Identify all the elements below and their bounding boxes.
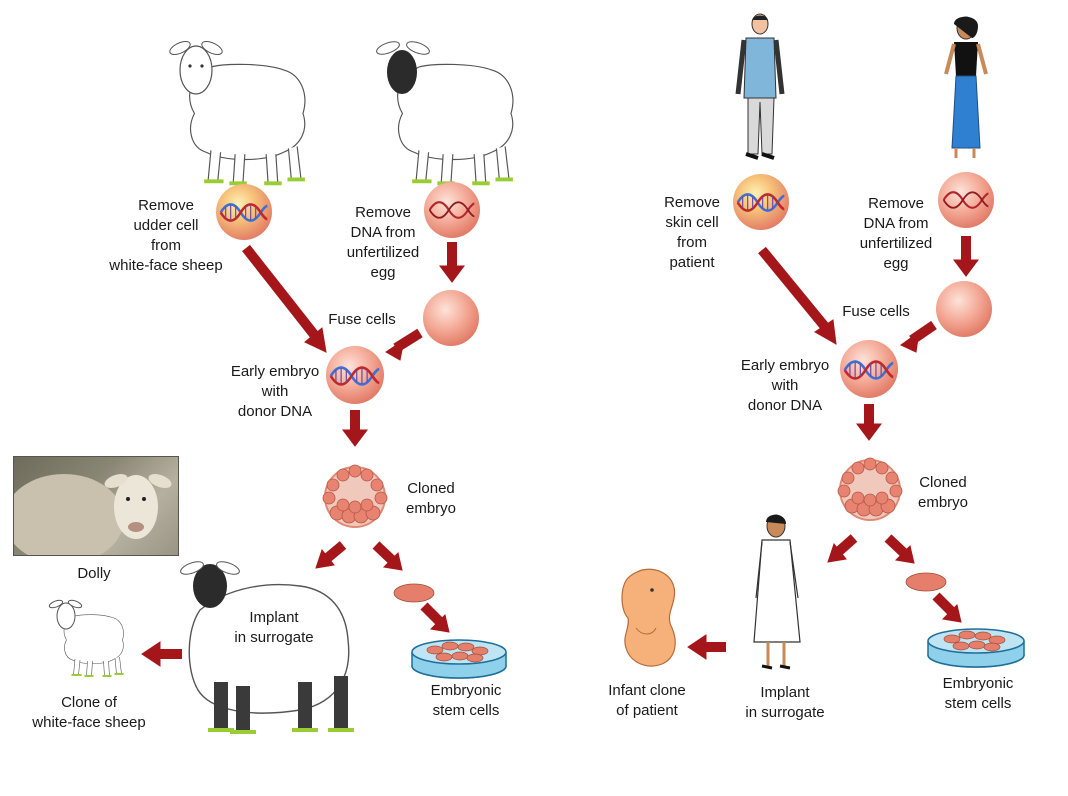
cloned-embryo-label: Cloned embryo [908,473,978,513]
dolly-photo [13,456,179,556]
enucleated-egg-icon [423,290,479,346]
cloned-embryo-icon [838,458,902,520]
implant-surrogate-label: Implant in surrogate [226,608,322,648]
infant-clone-label: Infant clone of patient [592,681,702,721]
cloned-embryo-label: Cloned embryo [396,479,466,519]
patient-man-icon [738,14,782,158]
clone-of-sheep-label: Clone of white-face sheep [18,693,160,733]
skin-cell-icon [733,174,789,230]
early-embryo-label: Early embryo with donor DNA [722,356,848,416]
early-embryo-icon [840,340,898,398]
embryonic-stem-cells-label: Embryonic stem cells [412,681,520,721]
fuse-cells-label: Fuse cells [826,302,926,322]
dolly-label: Dolly [56,564,132,584]
clone-sheep-icon [48,599,123,676]
cloned-embryo-icon [323,465,387,527]
embryonic-stem-cells-label: Embryonic stem cells [926,674,1030,714]
surrogate-woman-icon [754,515,800,668]
arrow-icon [688,236,978,659]
fuse-cells-label: Fuse cells [312,310,412,330]
remove-skin-cell-label: Remove skin cell from patient [650,193,734,273]
petri-dish-icon [412,640,506,678]
enucleated-egg-icon [936,281,992,337]
early-embryo-label: Early embryo with donor DNA [212,362,338,422]
stem-cell-cluster-icon [906,573,946,591]
remove-dna-label: Remove DNA from unfertilized egg [324,203,442,283]
petri-dish-icon [928,629,1024,667]
implant-surrogate-label: Implant in surrogate [730,683,840,723]
white-face-sheep-icon [168,39,305,183]
remove-dna-label: Remove DNA from unfertilized egg [844,194,948,274]
egg-donor-woman-icon [946,17,986,158]
infant-clone-icon [622,569,675,666]
black-face-sheep-icon [375,39,513,183]
remove-udder-cell-label: Remove udder cell from white-face sheep [96,196,236,276]
stem-cell-cluster-icon [394,584,434,602]
